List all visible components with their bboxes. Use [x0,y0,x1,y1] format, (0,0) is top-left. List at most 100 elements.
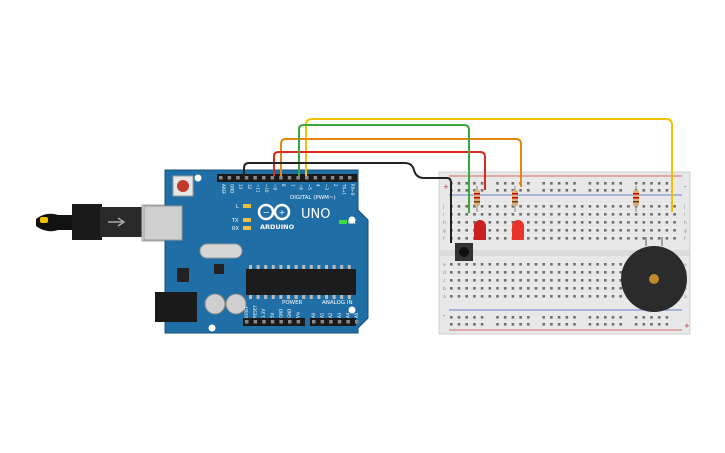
pin-label: ~11 [255,184,260,193]
led-red[interactable] [474,220,486,240]
header-pin[interactable] [346,320,350,324]
pin-label: AREF [221,184,226,195]
power-jack [155,292,197,322]
led-rx-label: RX [232,226,239,232]
microcontroller-chip [246,269,356,295]
resistor[interactable] [474,186,480,212]
analog-header[interactable] [310,318,356,326]
header-pin[interactable] [337,320,342,324]
row-letter: a [684,295,687,300]
pin-label: 12 [247,184,252,190]
rail-plus-label: + [684,322,690,330]
rail-minus-label: - [684,183,687,191]
resistor[interactable] [633,186,639,212]
pin-label: A5 [354,312,359,318]
row-letter: i [684,212,685,218]
header-pin[interactable] [219,176,223,180]
row-letter: b [443,286,446,292]
pin-label: TX→1 [341,183,346,196]
header-pin[interactable] [339,176,343,180]
on-led-label: ON [348,220,356,226]
pin-label: ~5 [307,184,312,190]
wire-black[interactable] [243,162,452,243]
piezo-buzzer[interactable] [621,237,687,312]
capacitor [204,293,226,315]
header-pin[interactable] [296,320,301,324]
wire-green[interactable] [298,124,470,213]
pin-label: 3.3V [261,309,266,318]
pin-label: ~10 [264,184,269,193]
arduino-logo: − + [257,203,291,221]
pin-label: A0 [311,312,316,318]
resistor[interactable] [512,186,518,212]
pin-label: 2 [333,184,338,187]
pin-label: A3 [337,312,342,318]
pin-label: Vin [296,311,301,318]
led-l-label: L [236,204,239,210]
header-pin[interactable] [262,320,266,324]
pin-label: A1 [320,312,325,318]
header-pin[interactable] [253,320,258,324]
row-letter: c [443,279,446,284]
brand-label: ARDUINO [260,223,295,231]
model-label: UNO [301,207,330,222]
header-pin[interactable] [270,320,275,324]
led-red[interactable] [512,220,524,240]
header-pin[interactable] [348,176,352,180]
led-tx-label: TX [231,218,239,224]
pin-label: 7 [290,184,295,187]
pin-label: ~9 [273,184,278,190]
usb-port [143,205,183,241]
header-pin[interactable] [296,176,300,180]
header-pin[interactable] [305,176,309,180]
row-letter: a [443,295,446,300]
header-pin[interactable] [329,320,333,324]
header-pin[interactable] [253,176,257,180]
wire-yellow[interactable] [305,118,673,212]
header-pin[interactable] [287,176,292,180]
header-pin[interactable] [245,320,249,324]
capacitor [225,293,247,315]
row-letter: h [443,220,446,226]
power-header-label: POWER [282,300,303,306]
row-letter: j [442,204,444,210]
pin-label: RESET [253,305,258,318]
header-pin[interactable] [279,176,283,180]
header-pin[interactable] [262,176,266,180]
header-pin[interactable] [236,176,240,180]
pin-label: A2 [328,312,333,318]
pushbutton[interactable] [455,243,473,261]
header-pin[interactable] [320,320,325,324]
row-letter: g [684,229,687,234]
wire-orange[interactable] [280,138,522,187]
header-pin[interactable] [227,176,232,180]
header-pin[interactable] [355,320,359,324]
row-letter: e [443,263,446,268]
row-letter: i [443,212,444,218]
header-pin[interactable] [330,176,335,180]
header-pin[interactable] [313,176,318,180]
rail-plus-label: + [443,183,449,191]
row-letter: b [684,286,687,292]
header-pin[interactable] [288,320,292,324]
header-pin[interactable] [244,176,249,180]
crystal [199,243,243,259]
pin-label: 5V [270,312,275,318]
header-pin[interactable] [270,176,275,180]
pin-label: ~6 [298,184,303,190]
pin-label: GND [287,309,292,318]
wire-red[interactable] [273,151,486,190]
svg-text:+: + [279,208,286,217]
pin-label: A4 [345,312,350,318]
header-pin[interactable] [322,176,326,180]
row-letter: e [684,263,687,268]
row-letter: f [684,236,686,242]
pin-label: 4 [316,184,321,187]
reset-button[interactable] [172,175,194,197]
row-letter: j [683,204,685,210]
digital-header[interactable] [217,174,357,182]
header-pin[interactable] [279,320,283,324]
rail-minus-label: - [443,312,446,320]
header-pin[interactable] [312,320,316,324]
